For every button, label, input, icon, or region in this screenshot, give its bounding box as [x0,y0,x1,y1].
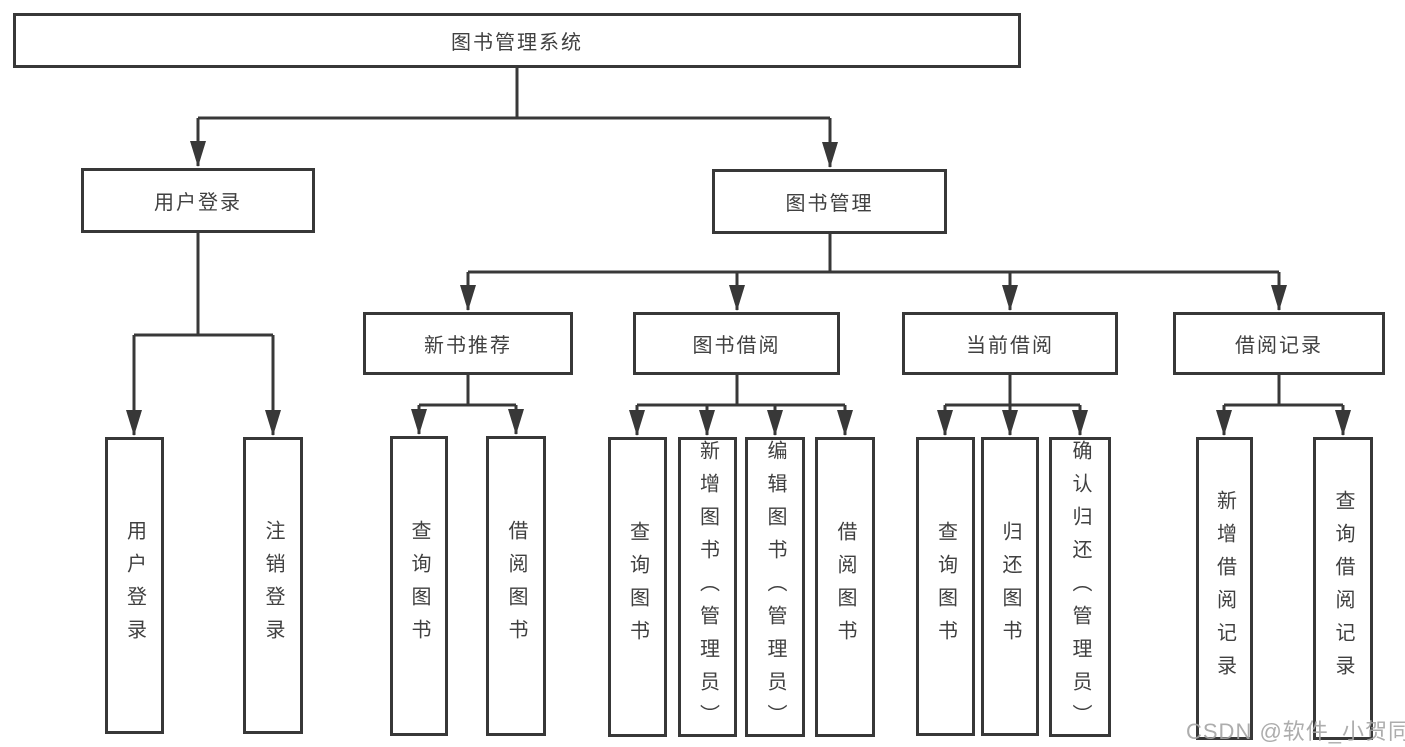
leaf-recommend-query-book: 查询图书 [390,436,448,736]
leaf-label: 新增借阅记录 [1213,489,1236,688]
leaf-add-book-admin: 新增图书（管理员） [678,437,737,737]
node-book-borrow: 图书借阅 [633,312,840,375]
leaf-label: 用户登录 [123,519,146,652]
leaf-query-borrow-record: 查询借阅记录 [1313,437,1373,740]
csdn-watermark: CSDN @软件_小贺同学 [1186,719,1405,744]
leaf-label: 新增图书（管理员） [696,440,719,737]
node-new-book-recommend: 新书推荐 [363,312,573,375]
node-book-management-branch: 图书管理 [712,169,947,234]
node-current-borrow: 当前借阅 [902,312,1118,375]
connector-trunk-lines [134,68,1343,407]
leaf-label: 查询图书 [934,520,957,653]
connector-arrows [126,118,1351,436]
leaf-add-borrow-record: 新增借阅记录 [1196,437,1253,740]
node-label: 新书推荐 [424,335,512,357]
leaf-recommend-borrow-book: 借阅图书 [486,436,546,736]
leaf-borrow-query-book: 查询图书 [608,437,667,737]
leaf-label: 编辑图书（管理员） [764,440,786,737]
leaf-logout: 注销登录 [243,437,303,734]
leaf-return-book: 归还图书 [981,437,1039,736]
node-label: 借阅记录 [1235,335,1323,357]
node-library-management-system: 图书管理系统 [13,13,1021,68]
leaf-label: 注销登录 [262,519,284,652]
leaf-current-query-book: 查询图书 [916,437,975,736]
leaf-edit-book-admin: 编辑图书（管理员） [745,437,805,737]
node-user-login-branch: 用户登录 [81,168,315,233]
node-label: 用户登录 [154,192,242,214]
leaf-label: 借阅图书 [834,521,856,653]
node-label: 图书管理 [785,193,874,215]
leaf-label: 查询图书 [408,520,430,652]
node-label: 当前借阅 [966,335,1054,357]
node-label: 图书借阅 [692,335,781,357]
leaf-label: 确认归还（管理员） [1069,440,1091,737]
leaf-user-login: 用户登录 [105,437,164,734]
leaf-label: 查询图书 [626,521,649,653]
leaf-label: 借阅图书 [505,520,527,652]
node-borrow-record: 借阅记录 [1173,312,1385,375]
node-label: 图书管理系统 [451,32,583,54]
leaf-borrow-borrow-book: 借阅图书 [815,437,875,737]
leaf-label: 归还图书 [999,520,1021,653]
leaf-label: 查询借阅记录 [1332,489,1354,688]
leaf-confirm-return-admin: 确认归还（管理员） [1049,437,1111,737]
